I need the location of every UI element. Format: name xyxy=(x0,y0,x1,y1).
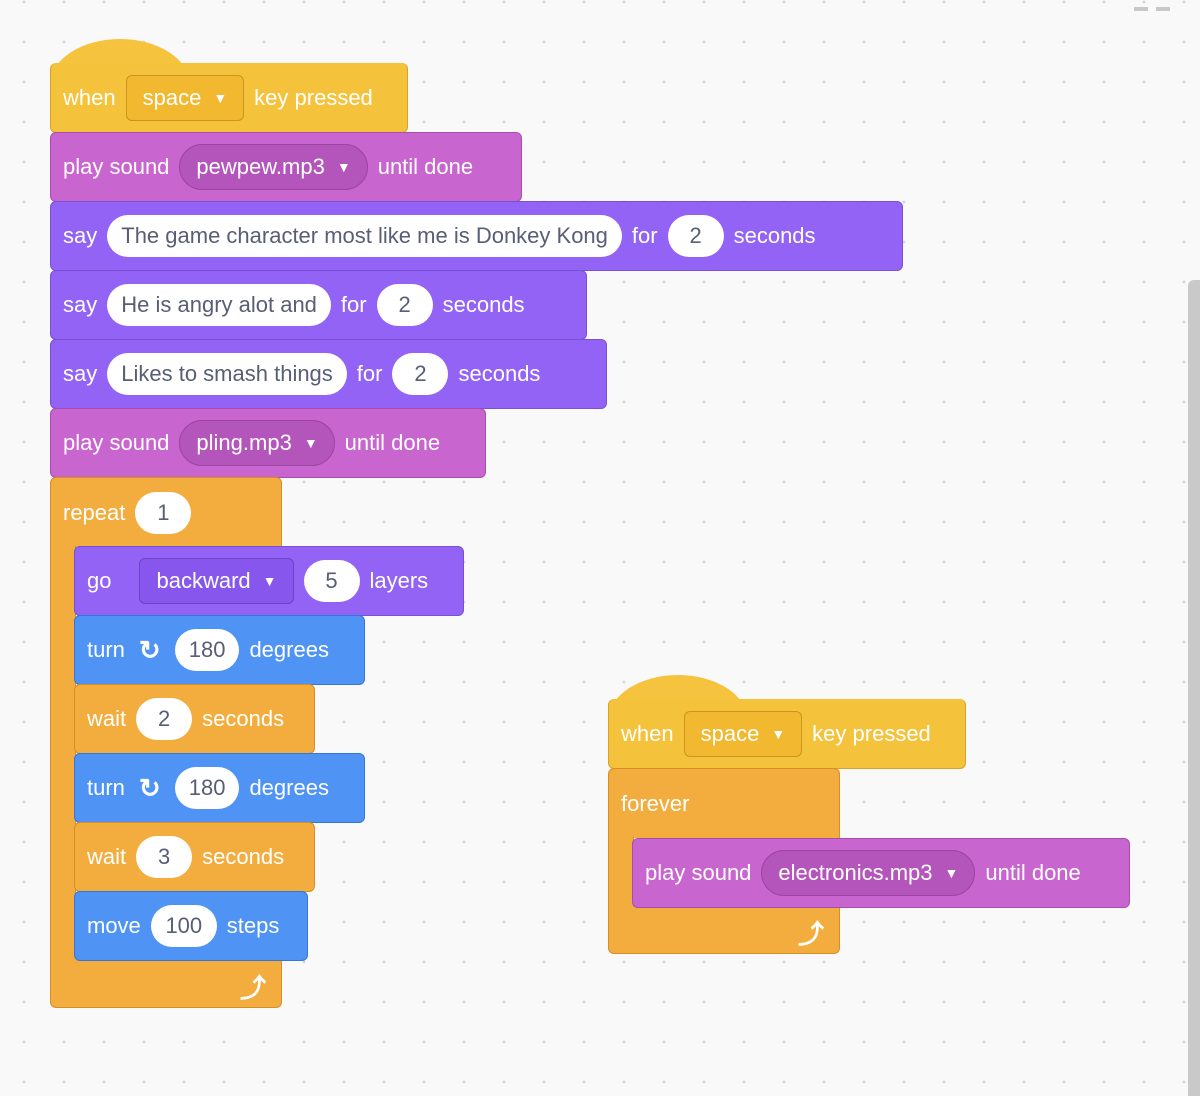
rotate-right-icon: ↻ xyxy=(138,772,161,803)
block-label: when xyxy=(63,84,116,110)
layer-direction-dropdown[interactable]: backward ▼ xyxy=(139,558,294,604)
block-label: turn xyxy=(87,775,125,800)
say-text-input[interactable]: He is angry alot and xyxy=(107,284,331,326)
block-label: seconds xyxy=(202,844,285,869)
degrees-input[interactable]: 180 xyxy=(174,767,240,809)
when-key-pressed-hat-block[interactable]: when space ▼ key pressed xyxy=(608,699,966,769)
block-label: for xyxy=(631,223,658,248)
block-label: wait xyxy=(87,706,127,731)
key-dropdown[interactable]: space ▼ xyxy=(683,710,803,757)
block-label: seconds xyxy=(733,223,816,248)
layers-input[interactable]: 5 xyxy=(303,560,360,602)
block-label: layers xyxy=(369,568,429,593)
play-sound-until-done-block[interactable]: play sound pewpew.mp3 ▼ until done xyxy=(50,132,522,202)
block-label: steps xyxy=(226,913,280,938)
block-label: forever xyxy=(621,790,690,816)
block-label: say xyxy=(63,292,98,317)
caret-down-icon: ▼ xyxy=(336,159,351,175)
block-label: wait xyxy=(87,844,127,869)
block-label: play sound xyxy=(63,430,170,455)
block-label: until done xyxy=(985,860,1081,885)
rotate-right-icon: ↻ xyxy=(138,634,161,665)
dropdown-value: electronics.mp3 xyxy=(778,860,933,885)
sound-dropdown[interactable]: pling.mp3 ▼ xyxy=(179,420,335,466)
block-label: repeat xyxy=(63,499,126,525)
seconds-input[interactable]: 2 xyxy=(376,284,433,326)
vertical-scrollbar[interactable] xyxy=(1188,280,1200,1096)
forever-block-arm xyxy=(608,837,634,909)
caret-down-icon: ▼ xyxy=(213,89,228,106)
dropdown-value: backward xyxy=(156,568,251,593)
caret-down-icon: ▼ xyxy=(303,435,318,451)
forever-block[interactable]: forever xyxy=(608,768,840,838)
dropdown-value: space xyxy=(142,84,202,110)
repeat-count-input[interactable]: 1 xyxy=(135,491,192,534)
sound-dropdown[interactable]: pewpew.mp3 ▼ xyxy=(179,144,368,190)
turn-right-block[interactable]: turn ↻ 180 degrees xyxy=(74,615,365,685)
dropdown-value: pewpew.mp3 xyxy=(196,154,325,179)
play-sound-until-done-block[interactable]: play sound pling.mp3 ▼ until done xyxy=(50,408,486,478)
when-key-pressed-hat-block[interactable]: when space ▼ key pressed xyxy=(50,63,408,133)
go-backward-layers-block[interactable]: go backward ▼ 5 layers xyxy=(74,546,464,616)
loop-arrow-icon: ⤴ xyxy=(240,973,267,1003)
repeat-block[interactable]: repeat 1 xyxy=(50,477,282,547)
block-label: play sound xyxy=(645,860,752,885)
sound-dropdown[interactable]: electronics.mp3 ▼ xyxy=(761,850,976,896)
say-text-input[interactable]: The game character most like me is Donke… xyxy=(107,215,622,257)
seconds-input[interactable]: 2 xyxy=(392,353,449,395)
block-label: degrees xyxy=(249,775,329,800)
block-label: seconds xyxy=(442,292,525,317)
block-label: play sound xyxy=(63,154,170,179)
block-label: when xyxy=(621,720,674,746)
dropdown-value: space xyxy=(700,720,760,746)
key-dropdown[interactable]: space ▼ xyxy=(125,74,245,121)
block-label: turn xyxy=(87,637,125,662)
forever-block-footer xyxy=(608,906,840,954)
loop-arrow-icon: ⤴ xyxy=(798,919,825,949)
caret-down-icon: ▼ xyxy=(771,725,786,742)
wait-seconds-block[interactable]: wait 2 seconds xyxy=(74,684,315,754)
block-label: degrees xyxy=(249,637,329,662)
repeat-block-arm xyxy=(50,546,76,961)
say-for-seconds-block[interactable]: say He is angry alot and for 2 seconds xyxy=(50,270,587,340)
seconds-input[interactable]: 2 xyxy=(136,698,193,740)
block-label: key pressed xyxy=(812,720,931,746)
zoom-corner-mark xyxy=(1132,0,1176,11)
turn-right-block[interactable]: turn ↻ 180 degrees xyxy=(74,753,365,823)
block-label: until done xyxy=(377,154,474,179)
block-label: go xyxy=(87,568,112,593)
seconds-input[interactable]: 2 xyxy=(667,215,724,257)
block-label: seconds xyxy=(202,706,285,731)
steps-input[interactable]: 100 xyxy=(150,905,217,947)
block-label: move xyxy=(87,913,141,938)
block-label: key pressed xyxy=(254,84,373,110)
move-steps-block[interactable]: move 100 steps xyxy=(74,891,308,961)
repeat-block-footer xyxy=(50,958,282,1008)
wait-seconds-block[interactable]: wait 3 seconds xyxy=(74,822,315,892)
block-label: for xyxy=(340,292,367,317)
block-label: say xyxy=(63,361,98,386)
seconds-input[interactable]: 3 xyxy=(136,836,193,878)
block-label: until done xyxy=(344,430,441,455)
block-label: for xyxy=(356,361,383,386)
block-label: say xyxy=(63,223,98,248)
degrees-input[interactable]: 180 xyxy=(174,629,240,671)
block-label: seconds xyxy=(458,361,541,386)
say-for-seconds-block[interactable]: say The game character most like me is D… xyxy=(50,201,903,271)
play-sound-until-done-block[interactable]: play sound electronics.mp3 ▼ until done xyxy=(632,838,1130,908)
say-text-input[interactable]: Likes to smash things xyxy=(107,353,347,395)
say-for-seconds-block[interactable]: say Likes to smash things for 2 seconds xyxy=(50,339,607,409)
dropdown-value: pling.mp3 xyxy=(196,430,292,455)
caret-down-icon: ▼ xyxy=(262,573,277,589)
caret-down-icon: ▼ xyxy=(944,865,959,881)
